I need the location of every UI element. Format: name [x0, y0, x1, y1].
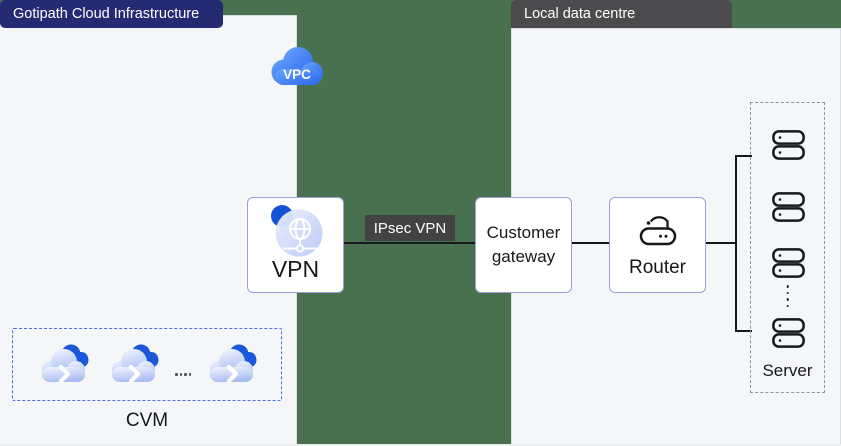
ipsec-vpn-link-badge: IPsec VPN — [365, 215, 455, 241]
customer-gateway-node: Customer gateway — [475, 197, 572, 293]
server-label: Server — [762, 361, 813, 380]
customer-gateway-label: Customer gateway — [486, 223, 561, 266]
cloud-chevron-icon — [39, 341, 91, 392]
local-data-centre-title: Local data centre — [524, 6, 636, 22]
cloud-chevron-icon — [109, 341, 161, 392]
server-stack-icon — [772, 318, 805, 353]
server-stack-icon — [772, 248, 805, 283]
cloud-icon: VPC — [271, 47, 323, 85]
globe-network-icon — [267, 204, 325, 263]
vpc-node: VPC — [267, 42, 327, 97]
server-stack-icon — [772, 192, 805, 227]
cloud-infrastructure-header: Gotipath Cloud Infrastructure — [0, 0, 223, 28]
router-node: Router — [609, 197, 706, 293]
vpn-node: VPN — [247, 197, 344, 293]
ipsec-vpn-label: IPsec VPN — [373, 219, 447, 237]
cvm-label: CVM — [125, 410, 169, 431]
bottom-edge — [0, 444, 841, 446]
router-servers-link — [706, 242, 735, 244]
router-icon — [636, 212, 680, 253]
vpn-gateway-link — [344, 242, 475, 244]
gateway-router-link — [572, 242, 609, 244]
more-servers-ellipsis — [786, 285, 789, 308]
router-label: Router — [628, 257, 687, 278]
server-bracket-top-stub — [735, 155, 752, 157]
vpn-label: VPN — [271, 256, 320, 282]
server-bracket-vertical — [735, 155, 737, 332]
vpc-label: VPC — [283, 67, 311, 82]
local-data-centre-header: Local data centre — [511, 0, 732, 28]
server-bracket-bottom-stub — [735, 330, 752, 332]
server-group: Server — [750, 102, 825, 393]
server-stack-icon — [772, 130, 805, 165]
more-instances-ellipsis — [175, 373, 192, 376]
cvm-group — [12, 328, 282, 401]
cloud-infrastructure-title: Gotipath Cloud Infrastructure — [13, 6, 200, 22]
cloud-chevron-icon — [207, 341, 259, 392]
